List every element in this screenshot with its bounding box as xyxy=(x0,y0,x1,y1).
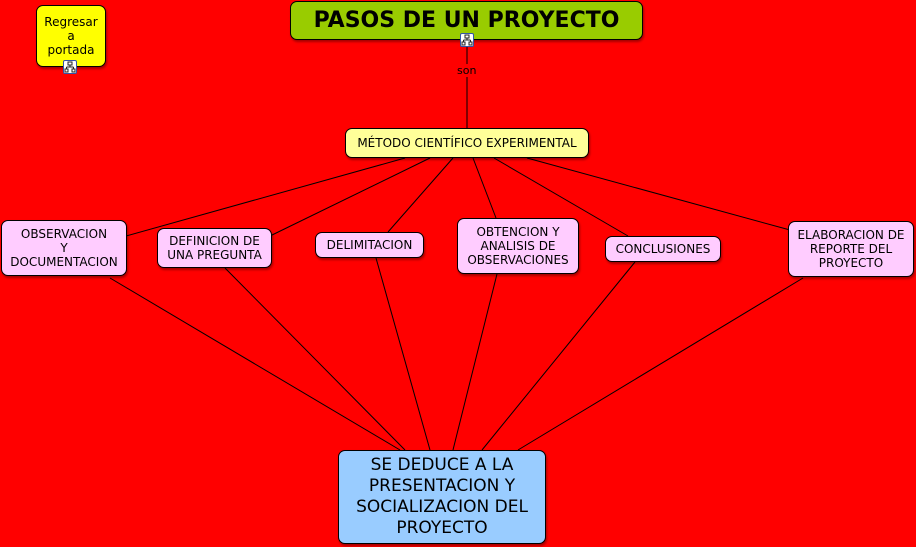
step-node-observacion: OBSERVACION Y DOCUMENTACION xyxy=(1,220,127,276)
resource-icon-glyph xyxy=(461,34,473,46)
step-1-line-2: Y xyxy=(60,241,68,255)
step-5-line-1: CONCLUSIONES xyxy=(615,242,711,256)
connector-method-step-2 xyxy=(269,157,431,237)
connector-method-step-3 xyxy=(387,157,454,233)
connector-step-4-result xyxy=(452,273,498,451)
result-line-2: PRESENTACION Y xyxy=(368,476,516,496)
method-text: MÉTODO CIENTÍFICO EXPERIMENTAL xyxy=(357,136,577,150)
step-node-obtencion: OBTENCION Y ANALISIS DE OBSERVACIONES xyxy=(457,218,579,274)
result-line-3: SOCIALIZACION DEL xyxy=(356,497,528,517)
connector-label-son: son xyxy=(456,64,478,77)
step-1-line-3: DOCUMENTACION xyxy=(10,255,118,269)
return-to-cover-button[interactable]: Regresar a portada xyxy=(36,5,106,67)
back-resource-icon[interactable] xyxy=(63,60,77,74)
back-resource-icon-glyph xyxy=(64,61,76,73)
step-node-conclusiones: CONCLUSIONES xyxy=(605,236,721,262)
connector-step-6-result xyxy=(517,277,804,451)
step-node-delimitacion: DELIMITACION xyxy=(315,232,424,258)
connector-step-3-result xyxy=(375,257,431,451)
back-link-line-3: portada xyxy=(47,43,95,57)
connector-step-2-result xyxy=(224,267,406,451)
connector-method-step-1 xyxy=(125,157,406,237)
step-node-elaboracion: ELABORACION DE REPORTE DEL PROYECTO xyxy=(788,221,914,277)
result-line-4: PROYECTO xyxy=(396,518,488,538)
step-4-line-3: OBSERVACIONES xyxy=(467,253,569,267)
connector-step-5-result xyxy=(481,261,636,451)
connector-method-step-4 xyxy=(472,157,497,219)
step-4-line-1: OBTENCION Y xyxy=(476,225,560,239)
map-title-text: PASOS DE UN PROYECTO xyxy=(313,8,620,33)
method-node: MÉTODO CIENTÍFICO EXPERIMENTAL xyxy=(345,128,589,158)
step-6-line-2: REPORTE DEL xyxy=(809,242,893,256)
back-link-line-1: Regresar xyxy=(44,15,98,29)
step-4-line-2: ANALISIS DE xyxy=(480,239,556,253)
concept-map-resource-icon[interactable] xyxy=(460,33,474,47)
result-line-1: SE DEDUCE A LA xyxy=(370,455,514,475)
connector-step-1-result xyxy=(109,277,401,451)
result-node: SE DEDUCE A LA PRESENTACION Y SOCIALIZAC… xyxy=(338,450,546,544)
connector-method-step-6 xyxy=(526,157,791,231)
step-6-line-1: ELABORACION DE xyxy=(797,228,905,242)
step-1-line-1: OBSERVACION xyxy=(20,227,108,241)
step-node-definicion: DEFINICION DE UNA PREGUNTA xyxy=(157,228,272,268)
step-2-line-1: DEFINICION DE xyxy=(169,234,260,248)
connector-method-step-5 xyxy=(493,157,629,237)
step-3-line-1: DELIMITACION xyxy=(326,238,413,252)
back-link-line-2: a xyxy=(67,29,75,43)
step-2-line-2: UNA PREGUNTA xyxy=(167,248,262,262)
step-6-line-3: PROYECTO xyxy=(818,256,884,270)
